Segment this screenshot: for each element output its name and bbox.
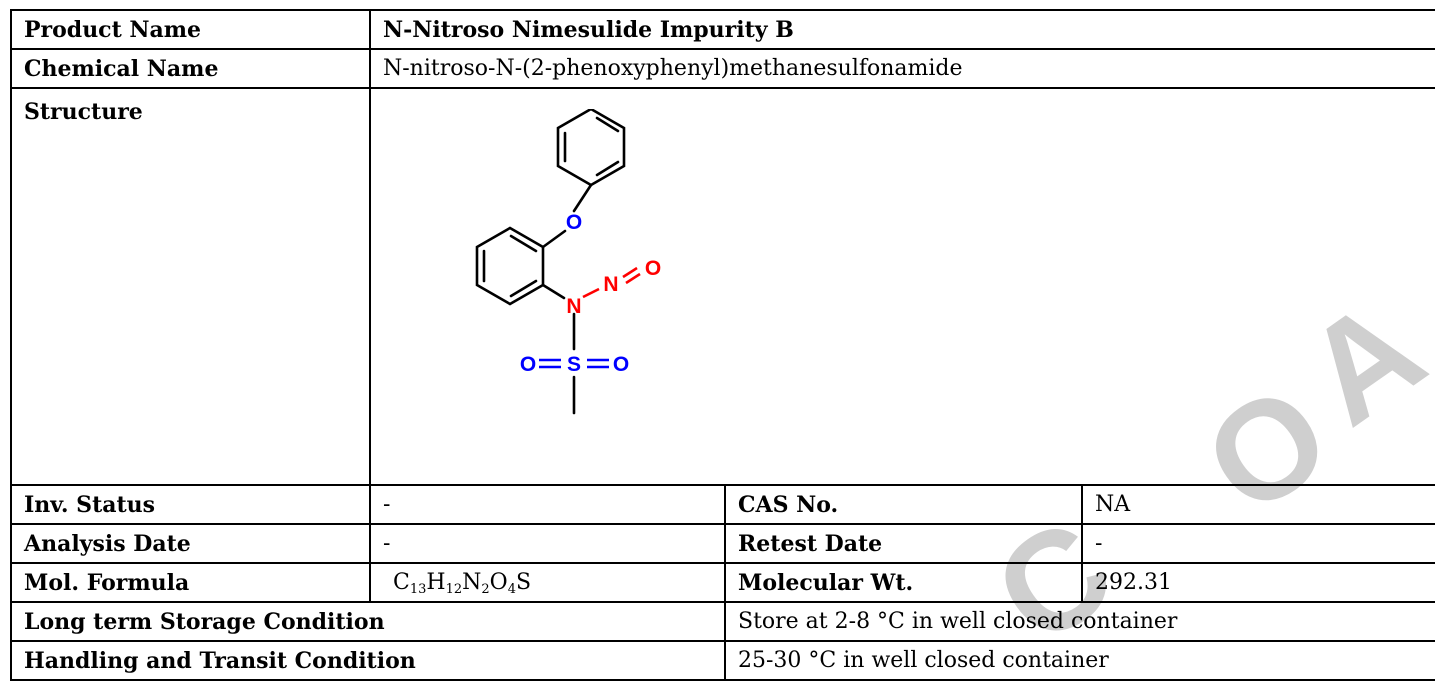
formula-subscript: 4 xyxy=(507,581,516,597)
formula-subscript: 12 xyxy=(445,581,463,597)
row-mol-formula: Mol. Formula C13H12N2O4S Molecular Wt. 2… xyxy=(10,562,1435,603)
analysis-date-value: - xyxy=(369,523,726,564)
formula-element: O xyxy=(489,569,508,595)
structure-label: Structure xyxy=(10,87,371,486)
chemical-structure-image: O N N O S O O xyxy=(475,109,661,415)
molecular-wt-value: 292.31 xyxy=(1081,562,1435,603)
product-name-value: N-Nitroso Nimesulide Impurity B xyxy=(369,9,1435,50)
row-structure: Structure xyxy=(10,87,1435,486)
formula-element: C xyxy=(393,569,410,595)
analysis-date-label: Analysis Date xyxy=(10,523,371,564)
handling-transit-label: Handling and Transit Condition xyxy=(10,640,726,681)
formula-subscript: 2 xyxy=(481,581,490,597)
long-term-storage-value: Store at 2-8 °C in well closed container xyxy=(724,601,1435,642)
bond xyxy=(582,287,600,299)
formula-text: C13H12N2O4S xyxy=(393,569,532,597)
formula-element: N xyxy=(462,569,482,595)
phenyl-ring-bottom xyxy=(475,226,545,306)
long-term-storage-label: Long term Storage Condition xyxy=(10,601,726,642)
formula-subscript: 13 xyxy=(409,581,427,597)
atom-label-sulfur: S xyxy=(567,353,581,376)
chemical-name-value: N-nitroso-N-(2-phenoxyphenyl)methanesulf… xyxy=(369,48,1435,89)
mol-formula-label: Mol. Formula xyxy=(10,562,371,603)
cas-no-label: CAS No. xyxy=(724,484,1083,525)
atom-label-nitrogen-nitroso: N xyxy=(603,273,618,296)
chemical-name-label: Chemical Name xyxy=(10,48,371,89)
row-analysis-date: Analysis Date - Retest Date - xyxy=(10,523,1435,564)
row-inv-status: Inv. Status - CAS No. NA xyxy=(10,484,1435,525)
cas-no-value: NA xyxy=(1081,484,1435,525)
bond xyxy=(541,283,566,300)
formula-element: S xyxy=(515,569,532,595)
structure-cell: O N N O S O O xyxy=(369,87,1435,486)
bond xyxy=(509,279,538,298)
handling-transit-value: 25-30 °C in well closed container xyxy=(724,640,1435,681)
bond xyxy=(509,234,538,253)
atom-label-oxygen-nitroso: O xyxy=(645,257,661,280)
row-chemical-name: Chemical Name N-nitroso-N-(2-phenoxyphen… xyxy=(10,48,1435,89)
mol-formula-value: C13H12N2O4S xyxy=(369,562,726,603)
molecular-wt-label: Molecular Wt. xyxy=(724,562,1083,603)
product-name-label: Product Name xyxy=(10,9,371,50)
atom-label-nitrogen-amide: N xyxy=(566,295,581,318)
atom-label-oxygen-ether: O xyxy=(566,211,582,234)
bond xyxy=(572,183,593,213)
inv-status-value: - xyxy=(369,484,726,525)
bond xyxy=(622,266,638,279)
formula-element: H xyxy=(426,569,446,595)
retest-date-label: Retest Date xyxy=(724,523,1083,564)
atom-label-oxygen-sulfonyl-right: O xyxy=(613,353,629,376)
inv-status-label: Inv. Status xyxy=(10,484,371,525)
retest-date-value: - xyxy=(1081,523,1435,564)
atom-label-oxygen-sulfonyl-left: O xyxy=(520,353,536,376)
phenyl-ring-top xyxy=(556,109,626,187)
coa-table: Product Name N-Nitroso Nimesulide Impuri… xyxy=(10,9,1435,681)
bond xyxy=(595,160,620,177)
row-handling-transit: Handling and Transit Condition 25-30 °C … xyxy=(10,640,1435,681)
bond xyxy=(541,229,567,249)
row-long-term-storage: Long term Storage Condition Store at 2-8… xyxy=(10,601,1435,642)
row-product-name: Product Name N-Nitroso Nimesulide Impuri… xyxy=(10,9,1435,50)
bond xyxy=(595,116,620,133)
bond xyxy=(625,272,641,285)
